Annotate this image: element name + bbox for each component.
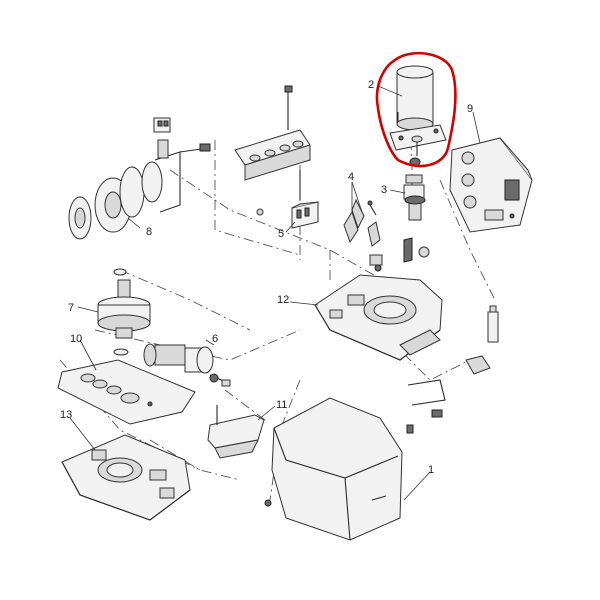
callout-5: 5 (278, 228, 284, 240)
callout-3: 3 (381, 184, 387, 196)
part-limit-bracket (207, 405, 265, 459)
part-pins (343, 198, 381, 247)
part-side-clips (406, 305, 499, 434)
part-motor (389, 65, 447, 167)
part-mounting-bracket (234, 85, 311, 200)
callout-1: 1 (428, 464, 434, 476)
part-worm-gear (143, 343, 231, 387)
part-control-board (449, 137, 533, 233)
part-small-hardware (369, 237, 430, 272)
callout-11: 11 (276, 399, 287, 411)
callout-10: 10 (70, 333, 82, 345)
callout-13: 13 (60, 409, 72, 421)
callout-4: 4 (348, 171, 354, 183)
callout-6: 6 (212, 333, 218, 345)
part-bottom-housing (61, 434, 191, 521)
part-gear-shaft (97, 268, 151, 356)
part-base-housing (314, 274, 443, 361)
part-pulley-assembly (68, 117, 211, 240)
callout-7: 7 (68, 302, 74, 314)
callout-leaders (69, 85, 481, 501)
callout-8: 8 (146, 226, 152, 238)
callout-2: 2 (368, 79, 374, 91)
motor-highlight-outline (375, 51, 457, 168)
part-connector-block (256, 201, 319, 229)
part-coupling (403, 174, 426, 221)
part-main-cover (264, 397, 403, 541)
part-gasket-plate (57, 359, 196, 425)
callout-12: 12 (277, 294, 289, 306)
callout-9: 9 (467, 103, 473, 115)
callout-labels: 1 2 3 4 5 6 7 8 9 10 11 12 13 (60, 79, 473, 476)
